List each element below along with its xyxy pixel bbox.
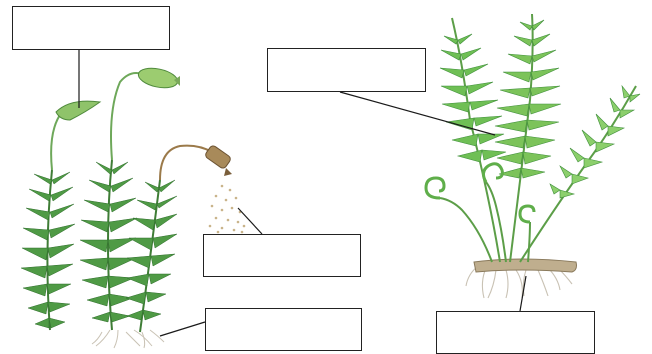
fern-plant <box>426 14 640 298</box>
moss-leaves <box>21 162 177 328</box>
label-box-moss-spores[interactable] <box>203 234 361 277</box>
moss-capsule <box>56 65 232 176</box>
label-box-fern-rhizome[interactable] <box>436 311 595 354</box>
label-box-moss-capsule[interactable] <box>12 6 170 50</box>
label-box-fern-frond[interactable] <box>267 48 426 92</box>
moss-rhizoids <box>92 330 164 348</box>
label-box-moss-rhizoids[interactable] <box>205 308 362 351</box>
fern-rhizome <box>474 259 577 272</box>
moss-spores <box>209 185 246 234</box>
fern-frond <box>440 20 640 198</box>
moss-plant <box>21 65 245 348</box>
